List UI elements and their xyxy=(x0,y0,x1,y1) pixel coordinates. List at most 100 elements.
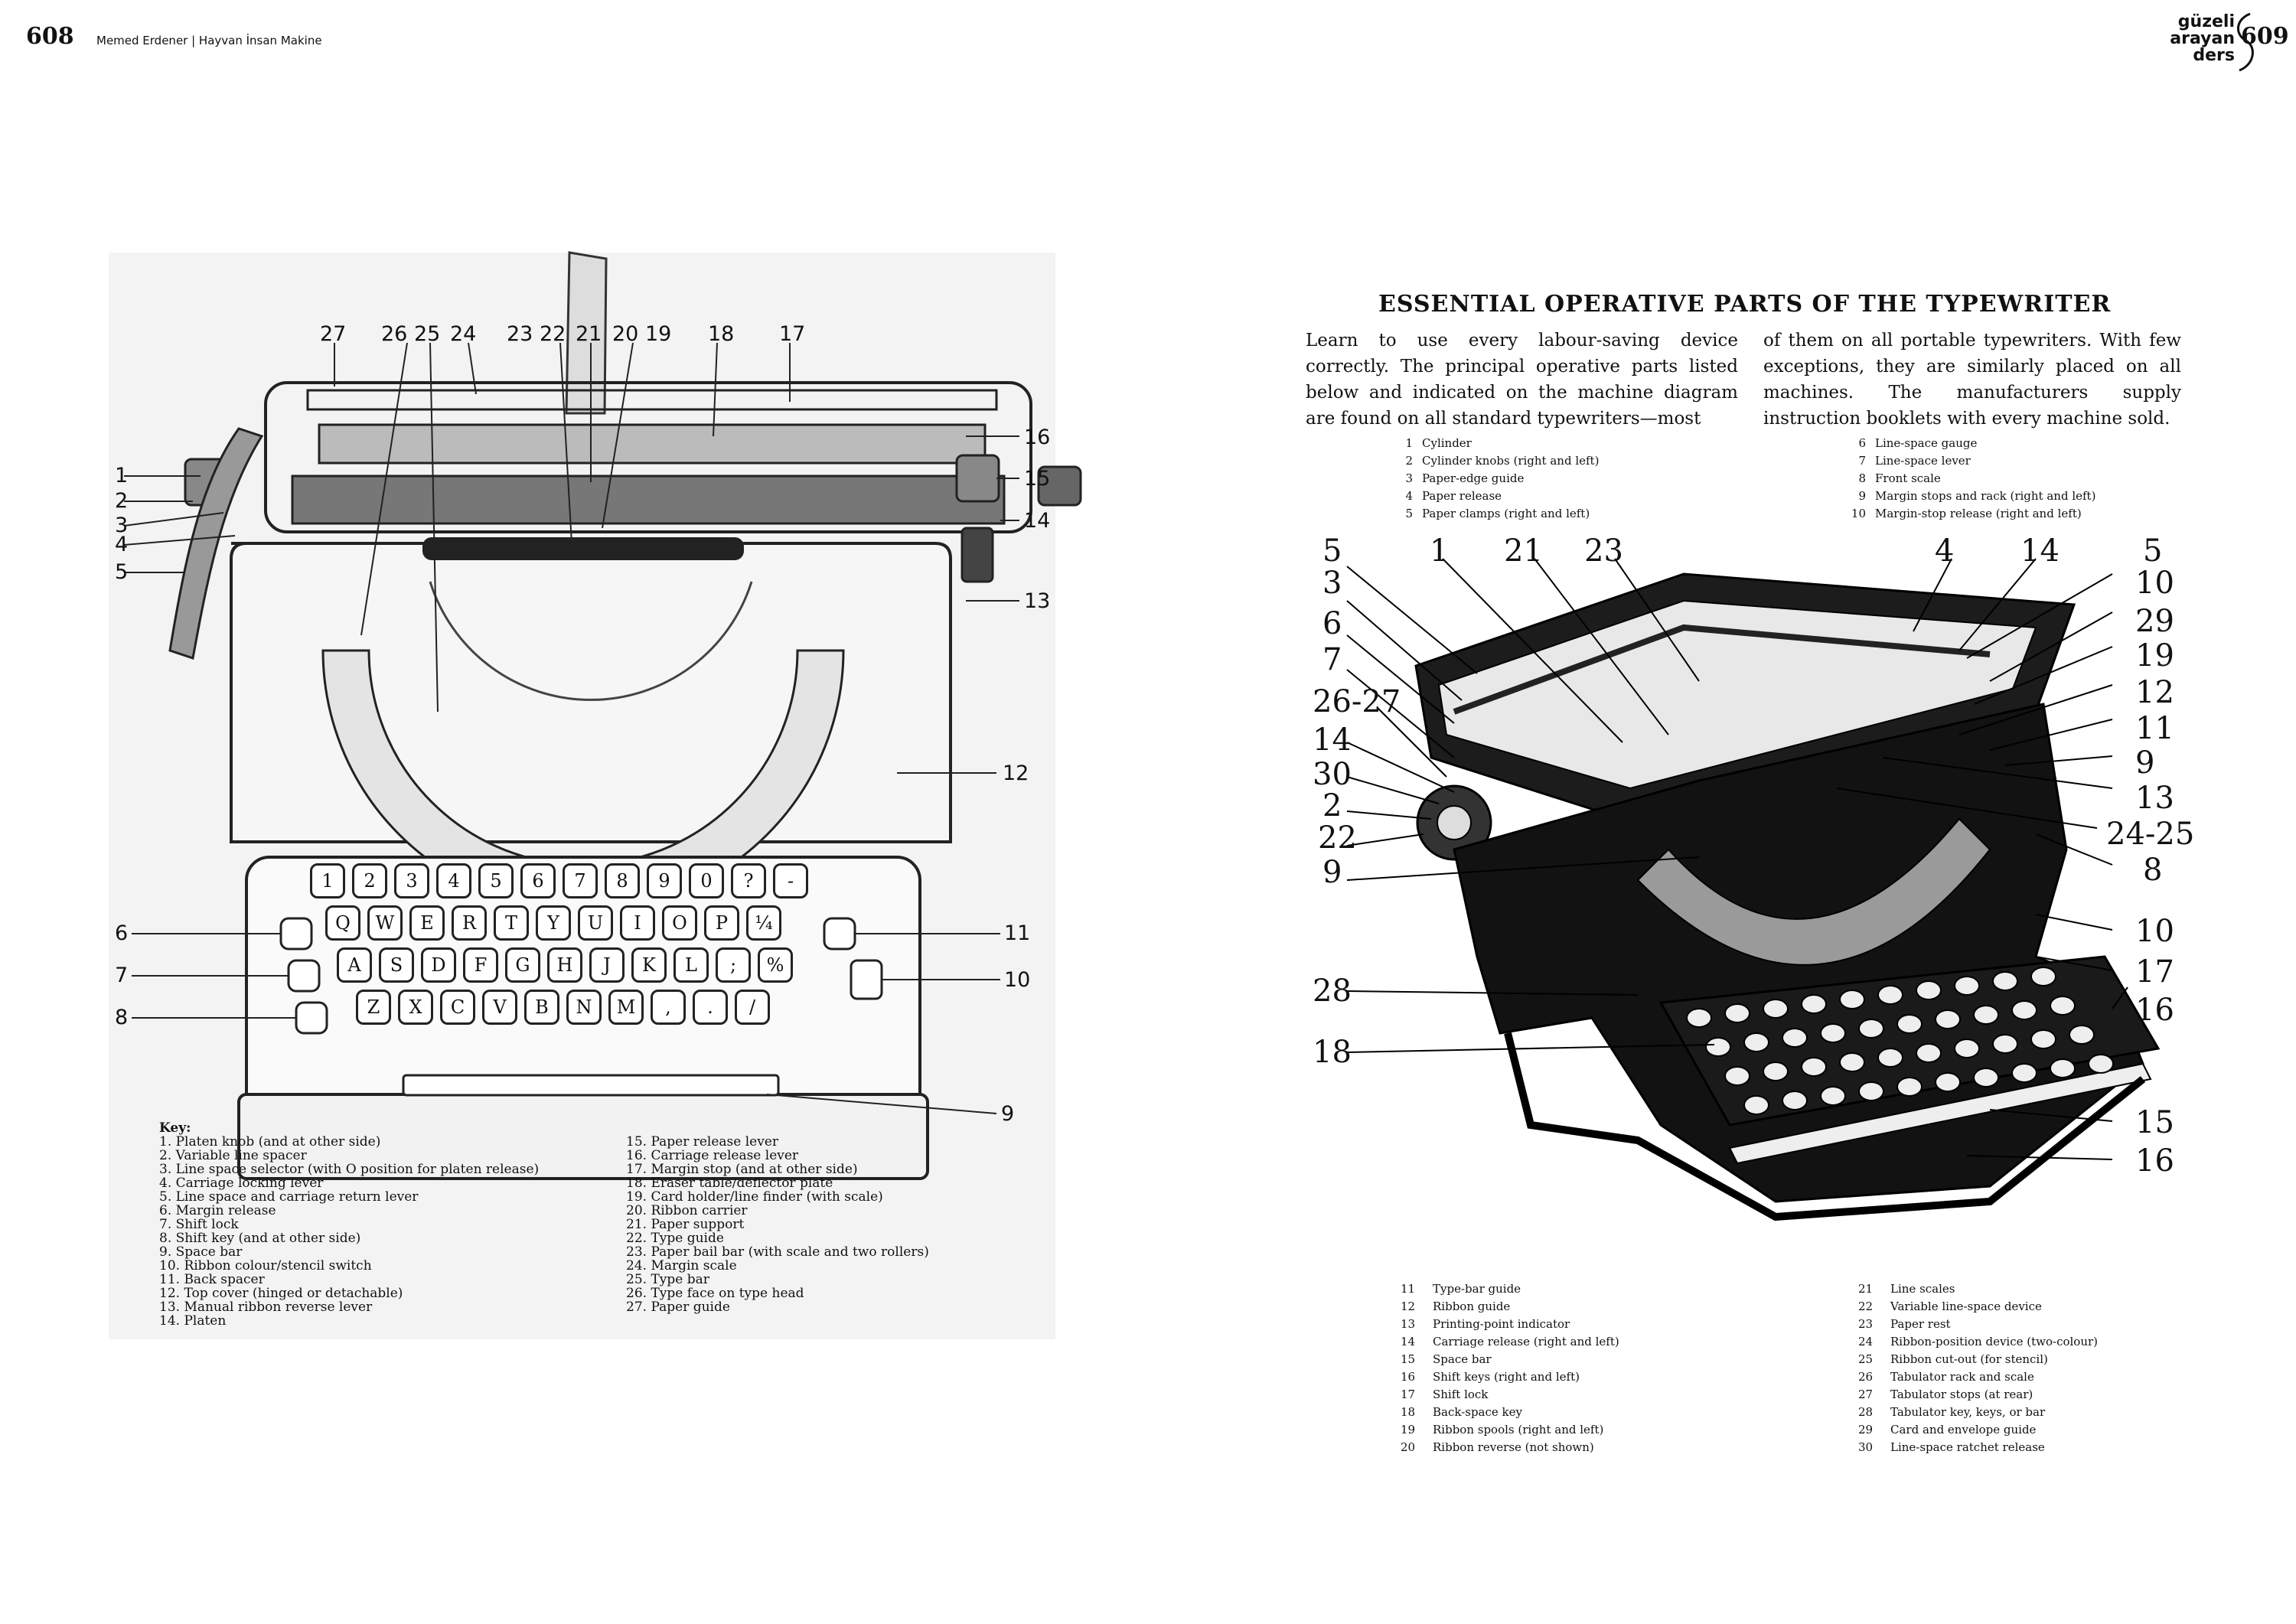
left-callout: 7 xyxy=(115,964,129,987)
top-callout: 20 19 xyxy=(612,322,672,346)
typewriter-key xyxy=(1992,971,2018,991)
key-title: Key: xyxy=(159,1120,191,1136)
keyboard-key: N xyxy=(566,990,602,1025)
left-callout: 1 xyxy=(115,464,129,488)
right-callout: 9 xyxy=(2135,745,2155,781)
keyboard-key: , xyxy=(651,990,686,1025)
left-callout: 2 xyxy=(1322,788,1342,823)
key-item: 7. Shift lock xyxy=(159,1217,239,1232)
top-callout: 27 xyxy=(320,322,347,346)
typewriter-key xyxy=(1782,1091,1808,1110)
left-callout: 22 xyxy=(1318,820,1357,856)
typewriter-key xyxy=(1763,999,1789,1019)
top-callout: 18 xyxy=(708,322,735,346)
right-callout: 15 xyxy=(2135,1105,2174,1140)
keyboard-key: 3 xyxy=(394,863,429,898)
keyboard-key: O xyxy=(662,905,697,941)
right-callout: 10 xyxy=(2135,914,2174,949)
keyboard-key: G xyxy=(505,947,540,983)
right-callout: 17 xyxy=(2135,954,2174,990)
keyboard-key: R xyxy=(452,905,487,941)
keyboard-key: 5 xyxy=(478,863,514,898)
typewriter-key xyxy=(1820,1023,1846,1043)
typewriter-key xyxy=(1973,1005,1999,1025)
keyboard-key: X xyxy=(398,990,433,1025)
typewriter-key xyxy=(1724,1003,1750,1023)
typewriter-key xyxy=(1973,1068,1999,1088)
key-item: 10. Ribbon colour/stencil switch xyxy=(159,1258,372,1273)
typewriter-key xyxy=(1954,1039,1980,1058)
typewriter-key xyxy=(2050,996,2076,1016)
right-callout: 10 xyxy=(1004,968,1031,992)
brand-line: ders xyxy=(2193,46,2235,65)
right-callout: 14 xyxy=(1024,509,1051,533)
right-callout: 29 xyxy=(2135,604,2174,639)
key-item: 5. Line space and carriage return lever xyxy=(159,1189,419,1205)
top-callout: 14 xyxy=(2020,533,2060,569)
right-callout: 13 xyxy=(1024,589,1051,613)
key-item: 12. Top cover (hinged or detachable) xyxy=(159,1286,403,1301)
key-item: 3. Line space selector (with O position … xyxy=(159,1162,540,1177)
typewriter-key xyxy=(1782,1028,1808,1048)
typewriter-key xyxy=(1877,985,1903,1005)
key-item: 14. Platen xyxy=(159,1313,227,1329)
left-page-number: 608 xyxy=(26,23,74,50)
left-callout: 7 xyxy=(1322,642,1342,677)
keyboard-key: F xyxy=(463,947,498,983)
typewriter-key xyxy=(1705,1037,1731,1057)
typewriter-key xyxy=(1686,1008,1712,1028)
brand-logo: güzeli arayan ders xyxy=(2128,14,2235,64)
typewriter-key xyxy=(1724,1066,1750,1086)
keyboard-key: U xyxy=(578,905,613,941)
right-callout: 11 xyxy=(2135,711,2174,746)
keyboard-key: 8 xyxy=(605,863,640,898)
key-item: 2. Variable line spacer xyxy=(159,1148,307,1163)
keyboard-key: M xyxy=(608,990,644,1025)
right-callout: 9 xyxy=(1001,1102,1015,1126)
standard-keyboard-keys xyxy=(1686,967,2114,1115)
typewriter-key xyxy=(1896,1077,1923,1097)
typewriter-key xyxy=(2088,1054,2114,1074)
typewriter-key xyxy=(1763,1061,1789,1081)
typewriter-key xyxy=(1743,1095,1769,1115)
keyboard-key: E xyxy=(409,905,445,941)
key-item: 1. Platen knob (and at other side) xyxy=(159,1134,381,1150)
right-callout: 8 xyxy=(2143,853,2163,888)
left-callout: 9 xyxy=(1322,855,1342,890)
typewriter-key xyxy=(2030,1029,2056,1049)
brand-line: güzeli xyxy=(2177,12,2235,31)
typewriter-key xyxy=(1896,1014,1923,1034)
keyboard-key: D xyxy=(421,947,456,983)
keyboard-key: J xyxy=(589,947,625,983)
key-item: 8. Shift key (and at other side) xyxy=(159,1231,361,1246)
left-callout: 14 xyxy=(1313,722,1352,758)
keyboard-key: 2 xyxy=(352,863,387,898)
right-callout: 10 xyxy=(2135,566,2174,601)
keyboard-key: / xyxy=(735,990,770,1025)
right-callout: 16 xyxy=(1024,426,1051,449)
key-item: 27. Paper guide xyxy=(626,1300,730,1315)
keyboard-key: S xyxy=(379,947,414,983)
keyboard-key: Q xyxy=(325,905,360,941)
key-item: 24. Margin scale xyxy=(626,1258,737,1273)
keyboard-key: 4 xyxy=(436,863,471,898)
typewriter-key xyxy=(2011,1063,2037,1083)
typewriter-key xyxy=(2069,1025,2095,1045)
key-item: 16. Carriage release lever xyxy=(626,1148,799,1163)
key-item: 6. Margin release xyxy=(159,1203,276,1218)
